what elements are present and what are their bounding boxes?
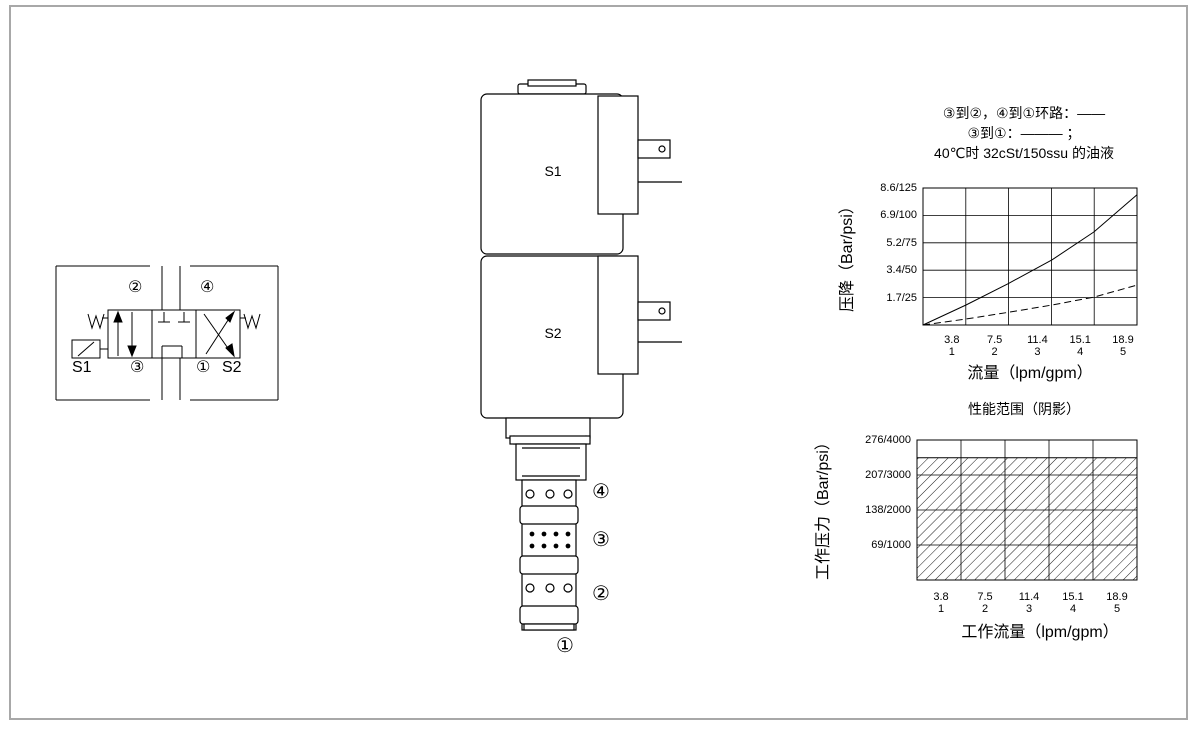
chart2-xtick-gpm: 3 xyxy=(1025,603,1033,615)
coil-s1-label: S1 xyxy=(544,163,562,179)
symbol-port-2: ② xyxy=(128,279,143,296)
chart1-title-line1: ③到②，④到①环路：—— xyxy=(942,105,1106,121)
chart2-title: 性能范围（阴影） xyxy=(968,401,1080,417)
chart1-xtick-gpm: 4 xyxy=(1077,346,1084,358)
symbol-port-1: ① xyxy=(196,359,211,376)
coil-s2-label: S2 xyxy=(544,325,562,341)
symbol-port-3: ③ xyxy=(130,359,145,376)
chart2-ytick: 207/3000 xyxy=(865,469,911,481)
valve-port-3: ③ xyxy=(592,529,610,551)
chart1-title-line2: ③到①：——— ； xyxy=(967,125,1081,141)
valve-port-4: ④ xyxy=(592,481,610,503)
valve-port-2: ② xyxy=(592,583,610,605)
chart1-xtick-lpm: 3.8 xyxy=(944,334,960,346)
chart1-xtick-gpm: 1 xyxy=(948,346,955,358)
chart2-xlabel: 工作流量（lpm/gpm） xyxy=(961,624,1119,641)
chart1-ytick: 1.7/25 xyxy=(886,291,917,304)
chart1-ytick: 8.6/125 xyxy=(880,182,917,194)
chart1-xlabel: 流量（lpm/gpm） xyxy=(967,365,1093,382)
chart2-ylabel: 工作压力（Bar/psi） xyxy=(815,434,832,580)
drawing-frame xyxy=(9,5,1188,720)
chart2-xtick-gpm: 5 xyxy=(1113,603,1121,615)
chart2-xtick-gpm: 1 xyxy=(937,603,945,615)
chart1-xtick-gpm: 2 xyxy=(991,346,998,358)
chart1-ytick: 3.4/50 xyxy=(886,264,917,277)
symbol-s1-label: S1 xyxy=(72,359,92,376)
chart1-xtick-lpm: 15.1 xyxy=(1069,334,1091,346)
chart2-xtick-gpm: 4 xyxy=(1069,603,1077,615)
chart2-xtick-lpm: 7.5 xyxy=(977,591,993,603)
chart2-xtick-lpm: 18.9 xyxy=(1106,591,1128,603)
chart1-xtick-gpm: 3 xyxy=(1034,346,1041,358)
symbol-s2-label: S2 xyxy=(222,359,242,376)
chart1-xtick-lpm: 11.4 xyxy=(1027,334,1048,346)
chart1-xtick-gpm: 5 xyxy=(1119,346,1127,358)
symbol-port-4: ④ xyxy=(200,279,215,296)
chart2-ytick: 69/1000 xyxy=(871,539,911,551)
chart1-ytick: 6.9/100 xyxy=(880,209,917,222)
chart1-xtick-lpm: 7.5 xyxy=(986,334,1003,346)
chart2-xtick-lpm: 15.1 xyxy=(1062,591,1084,603)
chart1-ylabel: 压降（Bar/psi） xyxy=(839,198,856,312)
chart1-xtick-lpm: 18.9 xyxy=(1112,334,1134,346)
chart2-ytick: 138/2000 xyxy=(865,504,911,516)
chart2-xtick-gpm: 2 xyxy=(981,603,989,615)
chart2-xtick-lpm: 11.4 xyxy=(1018,591,1040,603)
chart2-ytick: 276/4000 xyxy=(865,434,911,446)
chart1-ytick: 5.2/75 xyxy=(886,236,917,249)
chart1-title-line3: 40℃时 32cSt/150ssu 的油液 xyxy=(934,145,1114,161)
chart2-xtick-lpm: 3.8 xyxy=(933,591,949,603)
valve-port-1: ① xyxy=(556,635,574,657)
